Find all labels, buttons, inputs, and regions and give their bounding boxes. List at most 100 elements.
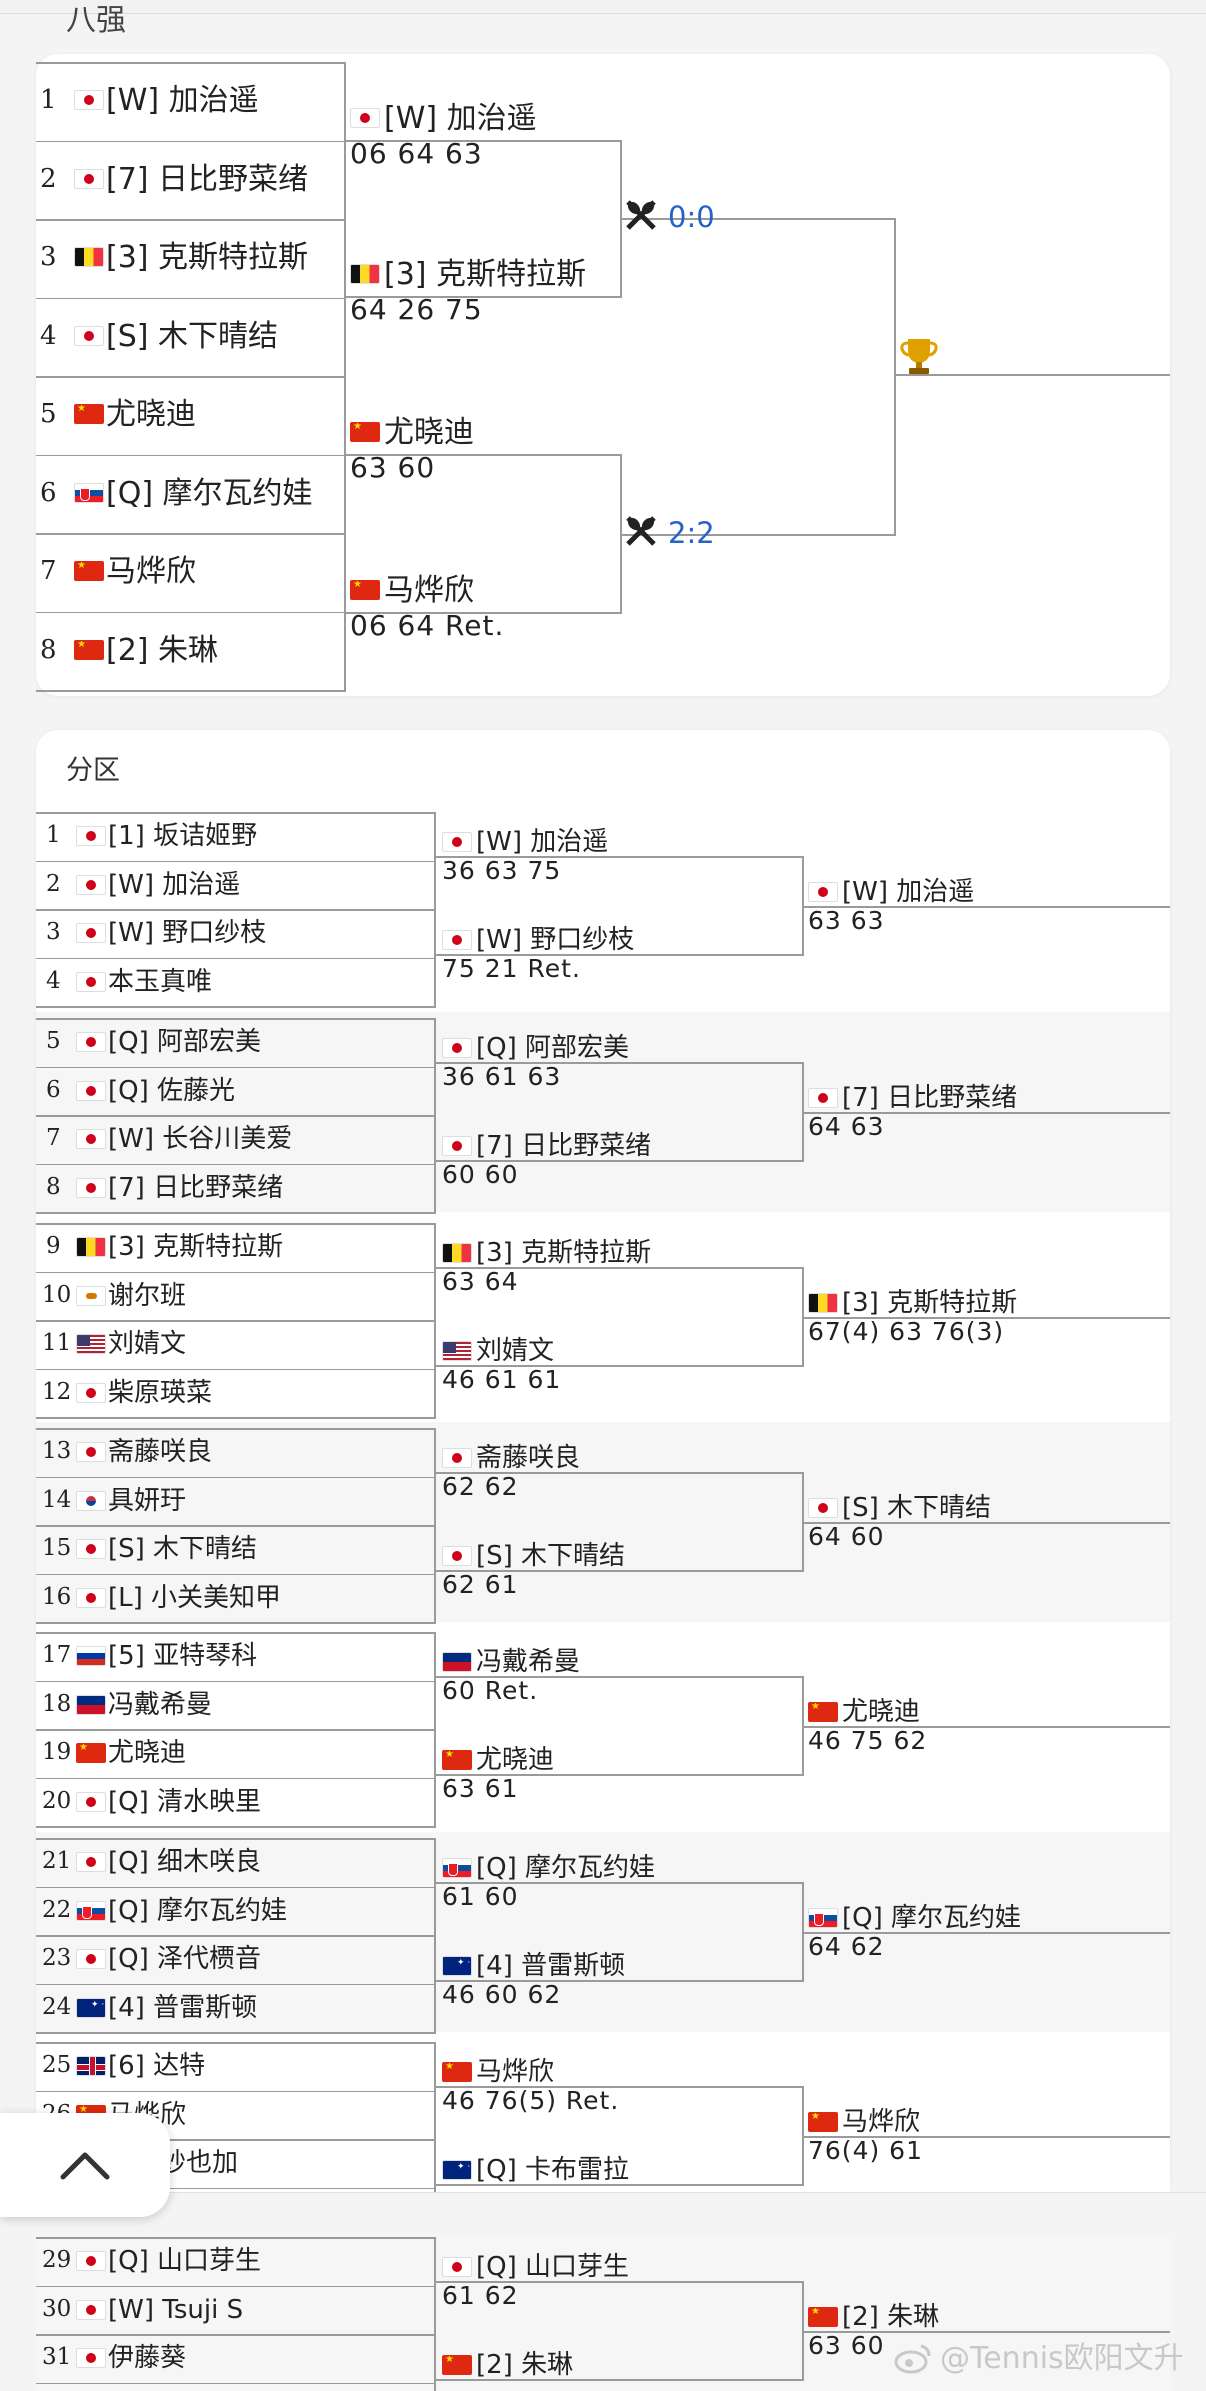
draw-seed-number: 2 bbox=[46, 870, 61, 897]
draw-seed-number: 18 bbox=[42, 1690, 72, 1717]
crossed-rackets-icon bbox=[626, 516, 656, 546]
bracket-line bbox=[36, 690, 346, 692]
flag-au-icon bbox=[442, 2160, 472, 2180]
flag-li-icon bbox=[442, 1652, 472, 1672]
bracket-line bbox=[436, 1570, 804, 1572]
draw-player-name: 斋藤咲良 bbox=[108, 1437, 213, 1467]
draw-r2-score: 63 61 bbox=[442, 1774, 519, 1803]
draw-seed-number: 29 bbox=[42, 2247, 72, 2273]
flag-jp-icon bbox=[76, 1382, 106, 1403]
bracket-line bbox=[804, 2136, 1170, 2138]
flag-jp-icon bbox=[442, 1448, 472, 1468]
bracket-line bbox=[36, 1826, 436, 1828]
bracket-line bbox=[436, 2379, 804, 2381]
weibo-logo-icon bbox=[894, 2344, 931, 2374]
draw-seed-number: 16 bbox=[42, 1583, 72, 1610]
flag-cn-icon bbox=[74, 561, 104, 581]
draw-r2-name: [Q] 摩尔瓦约娃 bbox=[476, 1853, 656, 1883]
flag-cn-icon bbox=[74, 404, 104, 424]
bracket-line bbox=[36, 812, 436, 814]
draw-r2-score: 61 62 bbox=[442, 2281, 519, 2310]
flag-jp-icon bbox=[74, 90, 104, 110]
flag-cy-icon bbox=[76, 1285, 106, 1306]
scroll-top-button[interactable] bbox=[0, 2113, 170, 2217]
draw-r2-score: 46 61 61 bbox=[442, 1365, 562, 1394]
head-to-head-label: 2:2 bbox=[668, 516, 715, 550]
draw-r2-name: [Q] 阿部宏美 bbox=[476, 1033, 630, 1063]
bracket-line bbox=[802, 856, 804, 954]
bracket-line bbox=[36, 1163, 436, 1165]
qf-winner-name: [3] 克斯特拉斯 bbox=[384, 257, 587, 292]
qf-player-name: 尤晓迪 bbox=[106, 397, 196, 432]
draw-player-name: [3] 克斯特拉斯 bbox=[108, 1232, 284, 1262]
draw-r2-name: [S] 木下晴结 bbox=[476, 1541, 626, 1571]
bracket-line bbox=[36, 1368, 436, 1370]
bracket-line bbox=[896, 374, 1170, 376]
flag-jp-icon bbox=[76, 1949, 106, 1969]
flag-us-icon bbox=[76, 1334, 106, 1354]
draw-player-name: [L] 小关美知甲 bbox=[108, 1582, 282, 1613]
draw-r3-name: 马烨欣 bbox=[842, 2107, 921, 2137]
bracket-line bbox=[346, 612, 622, 614]
draw-player-name: [4] 普雷斯顿 bbox=[108, 1992, 258, 2023]
bracket-line bbox=[36, 1632, 436, 1634]
draw-player-name: [Q] 阿部宏美 bbox=[108, 1027, 262, 1057]
draw-r2-score: 63 64 bbox=[442, 1267, 519, 1296]
draw-r3-name: [7] 日比野菜绪 bbox=[842, 1083, 1018, 1113]
draw-player-name: [Q] 佐藤光 bbox=[108, 1075, 236, 1106]
draw-seed-number: 31 bbox=[42, 2344, 72, 2370]
bracket-line bbox=[36, 2139, 436, 2141]
flag-sk-icon bbox=[442, 1858, 472, 1878]
bracket-line bbox=[36, 219, 346, 221]
section-separator bbox=[0, 2192, 1206, 2234]
draw-r2-score: 62 62 bbox=[442, 1472, 519, 1501]
draw-r2-name: 冯戴希曼 bbox=[476, 1647, 581, 1677]
flag-jp-icon bbox=[442, 832, 472, 852]
draw-r2-score: 46 60 62 bbox=[442, 1980, 562, 2009]
draw-r2-name: [Q] 山口芽生 bbox=[476, 2252, 630, 2282]
bracket-line bbox=[36, 1622, 436, 1624]
flag-sk-icon bbox=[808, 1908, 838, 1928]
bracket-line bbox=[36, 1271, 436, 1273]
draw-r2-name: [4] 普雷斯顿 bbox=[476, 1951, 626, 1981]
flag-jp-icon bbox=[808, 1088, 838, 1108]
draw-seed-number: 4 bbox=[46, 967, 61, 994]
bracket-line bbox=[620, 140, 622, 296]
draw-player-name: [S] 木下晴结 bbox=[108, 1534, 258, 1564]
watermark: @Tennis欧阳文升 bbox=[940, 2341, 1184, 2376]
qf-seed-number: 4 bbox=[40, 320, 57, 351]
draw-seed-number: 7 bbox=[46, 1125, 61, 1151]
bracket-line bbox=[36, 1525, 436, 1527]
bracket-line bbox=[36, 1777, 436, 1779]
bracket-line bbox=[36, 454, 346, 456]
bracket-line bbox=[436, 856, 804, 858]
bracket-line bbox=[36, 1115, 436, 1117]
draw-title: 分区 bbox=[66, 755, 120, 786]
bracket-line bbox=[36, 2382, 436, 2384]
bracket-line bbox=[802, 1882, 804, 1980]
draw-seed-number: 14 bbox=[42, 1486, 72, 1513]
flag-jp-icon bbox=[76, 826, 106, 846]
qf-player-name: [3] 克斯特拉斯 bbox=[106, 240, 309, 275]
draw-seed-number: 3 bbox=[46, 919, 61, 945]
flag-cn-icon bbox=[74, 639, 104, 660]
bracket-line bbox=[36, 62, 346, 64]
bracket-line bbox=[36, 1320, 436, 1322]
bracket-line bbox=[36, 1886, 436, 1888]
bracket-line bbox=[36, 1729, 436, 1731]
draw-r2-score: 75 21 Ret. bbox=[442, 954, 581, 983]
bracket-line bbox=[436, 2281, 804, 2283]
draw-player-name: 具妍玗 bbox=[108, 1485, 187, 1516]
draw-seed-number: 8 bbox=[46, 1173, 61, 1200]
bracket-line bbox=[802, 1472, 804, 1570]
draw-r3-name: [3] 克斯特拉斯 bbox=[842, 1288, 1018, 1318]
head-to-head-label: 0:0 bbox=[668, 200, 715, 234]
bracket-line bbox=[804, 1932, 1170, 1934]
bracket-line bbox=[804, 1112, 1170, 1114]
draw-r2-score: 46 76(5) Ret. bbox=[442, 2086, 620, 2115]
bracket-line bbox=[346, 140, 622, 142]
bracket-line bbox=[36, 2032, 436, 2034]
draw-r2-score: 61 60 bbox=[442, 1882, 519, 1911]
bracket-line bbox=[36, 1018, 436, 1020]
quarterfinal-title: 八强 bbox=[66, 3, 126, 38]
